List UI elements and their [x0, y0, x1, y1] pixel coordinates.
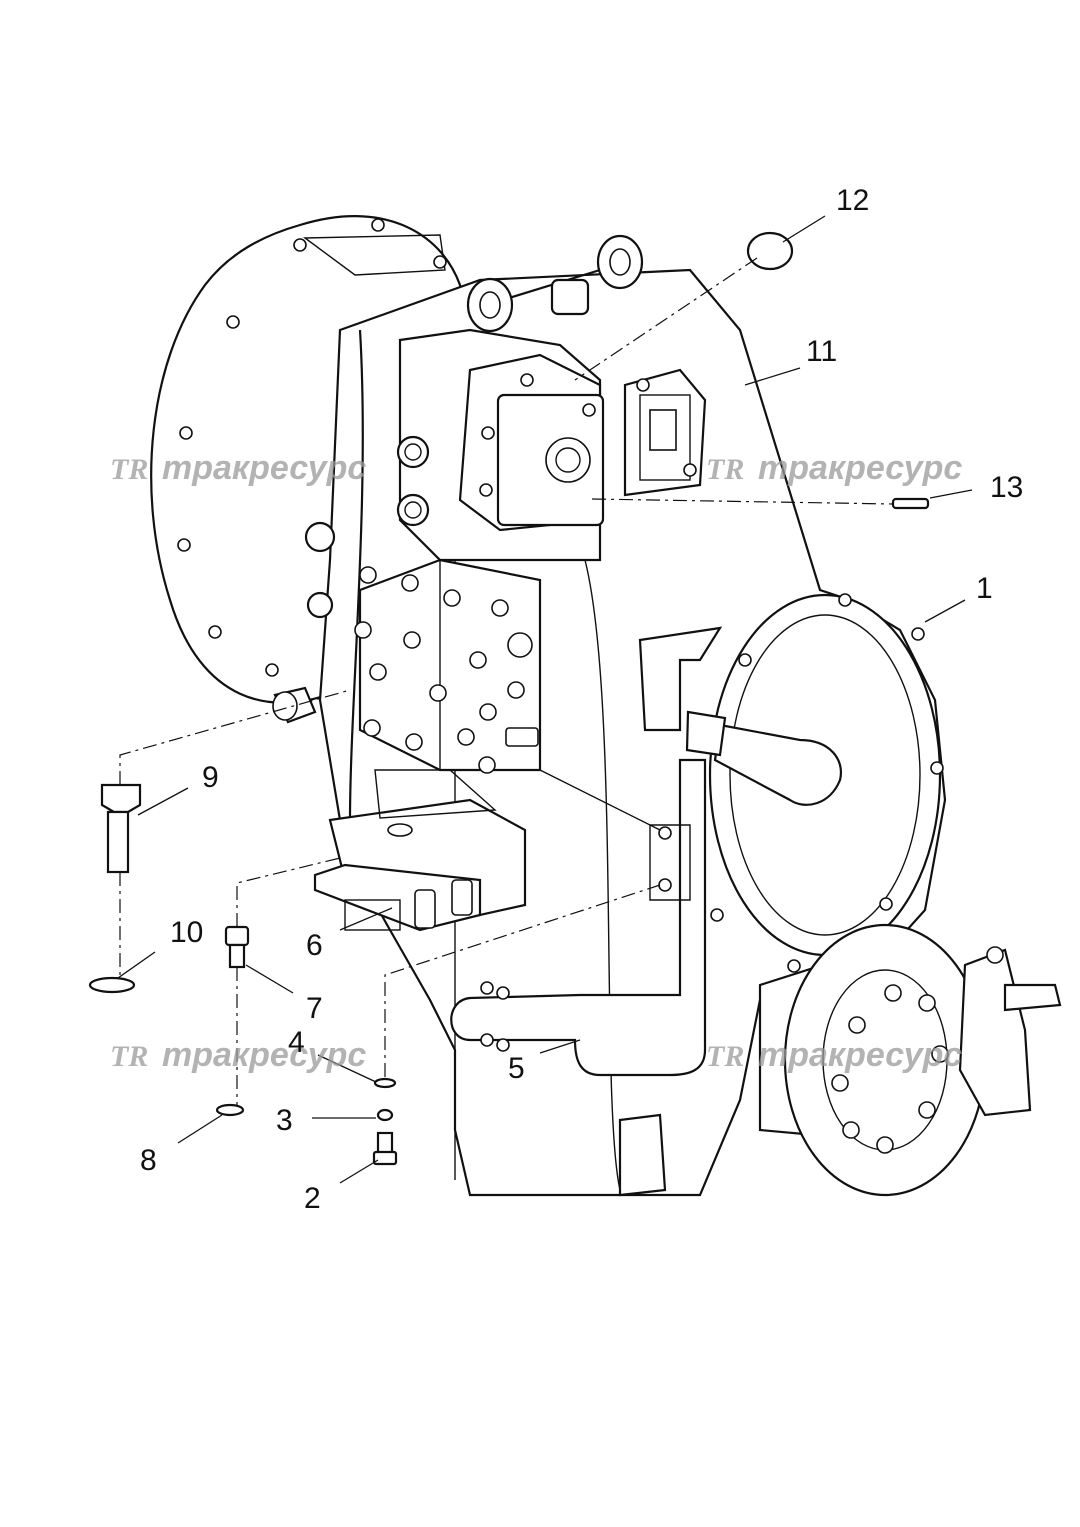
bolt-7 — [224, 925, 250, 969]
lock-washer-3 — [376, 1108, 394, 1122]
washer-8 — [215, 1103, 245, 1117]
callout-7: 7 — [306, 992, 323, 1025]
lower-bracket — [618, 1113, 667, 1197]
svg-text:TR: TR — [110, 453, 148, 486]
bolt-2 — [372, 1131, 398, 1166]
callout-10: 10 — [170, 916, 203, 949]
callout-1: 1 — [976, 572, 993, 605]
callout-6: 6 — [306, 929, 323, 962]
pump-right — [623, 368, 707, 497]
side-plugs — [304, 435, 430, 619]
assembly-lines — [119, 257, 894, 1105]
watermark-top-right: TR тракресурс — [706, 449, 962, 487]
control-valve-block — [354, 558, 542, 774]
watermark-top-left: TR тракресурс — [110, 449, 366, 487]
washer-4 — [373, 1077, 397, 1089]
callout-4: 4 — [288, 1026, 305, 1059]
watermark-bottom-right: TR тракресурс — [706, 1036, 962, 1074]
callout-9: 9 — [202, 761, 219, 794]
svg-text:тракресурс: тракресурс — [758, 449, 962, 487]
drain-fitting — [272, 686, 317, 724]
shift-lever — [638, 626, 843, 806]
breather-cap — [550, 278, 590, 316]
pump-left — [458, 353, 605, 532]
callout-11: 11 — [806, 335, 837, 368]
control-rod — [539, 769, 661, 831]
lifting-eye-right — [596, 234, 644, 290]
svg-text:тракресурс: тракресурс — [162, 449, 366, 487]
svg-text:TR: TR — [706, 1040, 744, 1073]
plug-13 — [891, 497, 930, 510]
mounting-bracket — [313, 769, 527, 932]
lifting-eye-left — [466, 277, 514, 333]
leader-lines — [117, 215, 973, 1184]
parking-brake-caliper — [958, 946, 1062, 1117]
svg-text:TR: TR — [110, 1040, 148, 1073]
callout-5: 5 — [508, 1052, 525, 1085]
o-ring-12 — [746, 231, 794, 271]
bolt-9 — [100, 783, 142, 874]
oil-pipe — [450, 758, 707, 1077]
watermark-bottom-left: TR тракресурс — [110, 1036, 366, 1074]
callout-13: 13 — [990, 471, 1023, 504]
svg-text:TR: TR — [706, 453, 744, 486]
callout-8: 8 — [140, 1144, 157, 1177]
callout-2: 2 — [304, 1182, 321, 1215]
callout-3: 3 — [276, 1104, 293, 1137]
svg-text:тракресурс: тракресурс — [758, 1036, 962, 1074]
callout-labels: 1 2 3 4 5 6 7 8 9 10 11 12 13 — [140, 184, 1023, 1215]
svg-text:тракресурс: тракресурс — [162, 1036, 366, 1074]
washer-10 — [88, 976, 136, 994]
callout-12: 12 — [836, 184, 869, 217]
